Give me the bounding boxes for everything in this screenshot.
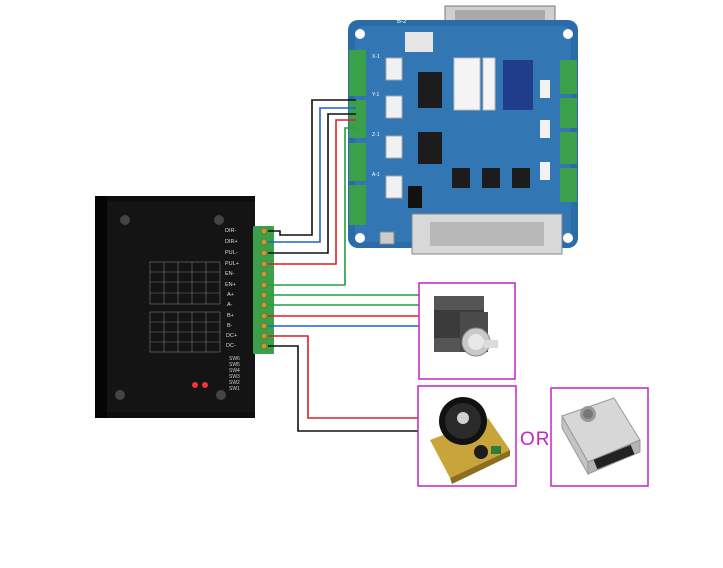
wire-en-plus xyxy=(268,127,356,286)
wire-pul-minus xyxy=(268,113,356,254)
or-label: OR xyxy=(520,429,551,450)
wire-pul-plus xyxy=(268,119,356,265)
dip-switch-label-sw2: SW2 xyxy=(229,380,240,386)
terminal-label-b-plus: B+ xyxy=(227,313,234,319)
stepper-driver: DIR- DIR+ PUL- PUL+ EN- EN+ A+ A- B+ B- … xyxy=(95,196,274,418)
breakout-board: B-2 X-1 Y-1 Z-1 A-1 xyxy=(348,5,578,255)
driver-terminal-block xyxy=(253,226,274,354)
wires xyxy=(268,99,420,432)
terminal-label-en-minus: EN- xyxy=(225,271,235,277)
terminal-label-dir-plus: DIR+ xyxy=(225,239,238,245)
terminal-label-a-plus: A+ xyxy=(227,292,234,298)
driver-led-1 xyxy=(192,382,198,388)
terminal-label-b-minus: B- xyxy=(227,323,233,329)
wire-dir-plus xyxy=(268,107,356,243)
terminal-label-dc-minus: DC- xyxy=(226,343,236,349)
stepper-motor xyxy=(418,282,516,380)
axis-label-x: X-1 xyxy=(372,54,380,60)
dip-switch-label-sw6: SW6 xyxy=(229,356,240,362)
wire-dc-plus xyxy=(268,335,420,419)
dip-switch-label-sw3: SW3 xyxy=(229,374,240,380)
wire-dir-minus xyxy=(268,99,356,236)
terminal-label-a-minus: A- xyxy=(227,302,233,308)
board-top-label: B-2 xyxy=(397,19,407,25)
axis-label-y: Y-1 xyxy=(372,92,380,98)
axis-label-a: A-1 xyxy=(372,172,380,178)
dip-switch-label-sw1: SW1 xyxy=(229,386,240,392)
dip-switch-label-sw4: SW4 xyxy=(229,368,240,374)
terminal-label-dc-plus: DC+ xyxy=(226,333,237,339)
driver-led-2 xyxy=(202,382,208,388)
terminal-label-en-plus: EN+ xyxy=(225,282,236,288)
switching-power-supply xyxy=(550,387,649,487)
axis-label-z: Z-1 xyxy=(372,132,380,138)
terminal-label-pul-plus: PUL+ xyxy=(225,261,239,267)
wire-dc-minus xyxy=(268,345,420,432)
driver-settings-table xyxy=(149,261,221,353)
terminal-label-dir-minus: DIR- xyxy=(225,228,236,234)
dip-switch-label-sw5: SW5 xyxy=(229,362,240,368)
terminal-label-pul-minus: PUL- xyxy=(225,250,238,256)
toroidal-power-supply xyxy=(417,385,517,487)
